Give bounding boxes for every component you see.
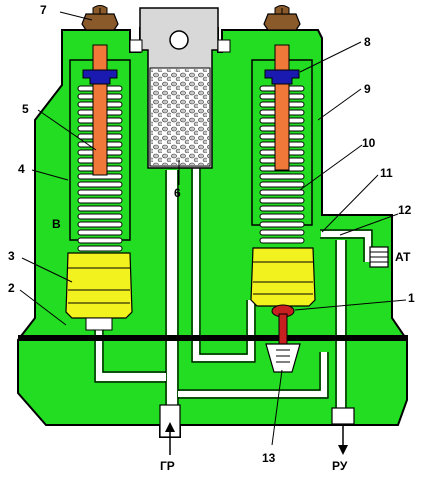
spring-coil — [259, 197, 305, 204]
spring-coil — [77, 237, 123, 244]
label-6: 6 — [174, 186, 181, 200]
label-11: 11 — [380, 166, 393, 180]
spring-coil — [77, 229, 123, 236]
spring-retainer — [82, 69, 118, 85]
lock-nut — [263, 13, 301, 31]
label-5: 5 — [22, 102, 29, 116]
filter-icon — [149, 67, 211, 167]
piston-icon — [250, 247, 316, 307]
channel-fills — [96, 160, 371, 420]
label-10: 10 — [362, 136, 376, 150]
spring-coil — [259, 181, 305, 188]
leader-lines — [19, 11, 407, 446]
arrow-icon — [338, 445, 348, 455]
spring-coil — [259, 189, 305, 196]
port-at — [369, 246, 389, 268]
spring-coil — [259, 213, 305, 220]
spring-coil — [259, 221, 305, 228]
number-labels: 7 8 9 5 10 4 11 6 12 В 3 АТ 2 1 13 ГР РУ — [8, 3, 415, 473]
label-1: 1 — [408, 291, 415, 305]
right-assembly — [250, 5, 316, 373]
label-3: 3 — [8, 249, 15, 263]
spring-coil — [259, 205, 305, 212]
label-9: 9 — [364, 82, 371, 96]
valve-icon — [265, 304, 301, 373]
port-gr — [159, 404, 181, 455]
spring-coil — [77, 213, 123, 220]
channels — [94, 160, 373, 420]
label-12: 12 — [398, 203, 412, 217]
spring-coil — [77, 181, 123, 188]
filter-housing — [129, 7, 231, 169]
label-13: 13 — [262, 451, 276, 465]
separator-plate — [18, 335, 408, 341]
spring-coil — [259, 173, 305, 180]
piston-icon — [65, 252, 133, 331]
label-chamber-b: В — [52, 217, 61, 231]
spring-retainer — [264, 69, 300, 85]
spring-coil — [77, 221, 123, 228]
label-7: 7 — [40, 3, 47, 17]
spring-coil — [77, 205, 123, 212]
spring-coil — [77, 189, 123, 196]
label-gr: ГР — [160, 459, 175, 473]
lock-nut — [81, 13, 119, 31]
arrow-icon — [165, 422, 175, 432]
adjusting-screw — [274, 44, 290, 171]
adjusting-screw — [92, 44, 108, 176]
port-ru — [331, 407, 355, 455]
label-2: 2 — [8, 281, 15, 295]
label-ru: РУ — [332, 459, 348, 473]
label-4: 4 — [18, 162, 25, 176]
spring-coil — [77, 197, 123, 204]
left-assembly — [65, 5, 133, 331]
label-8: 8 — [364, 35, 371, 49]
spring-coil — [259, 229, 305, 236]
spring-coil — [77, 245, 123, 252]
spring-coil — [259, 237, 305, 244]
label-at: АТ — [395, 250, 411, 264]
